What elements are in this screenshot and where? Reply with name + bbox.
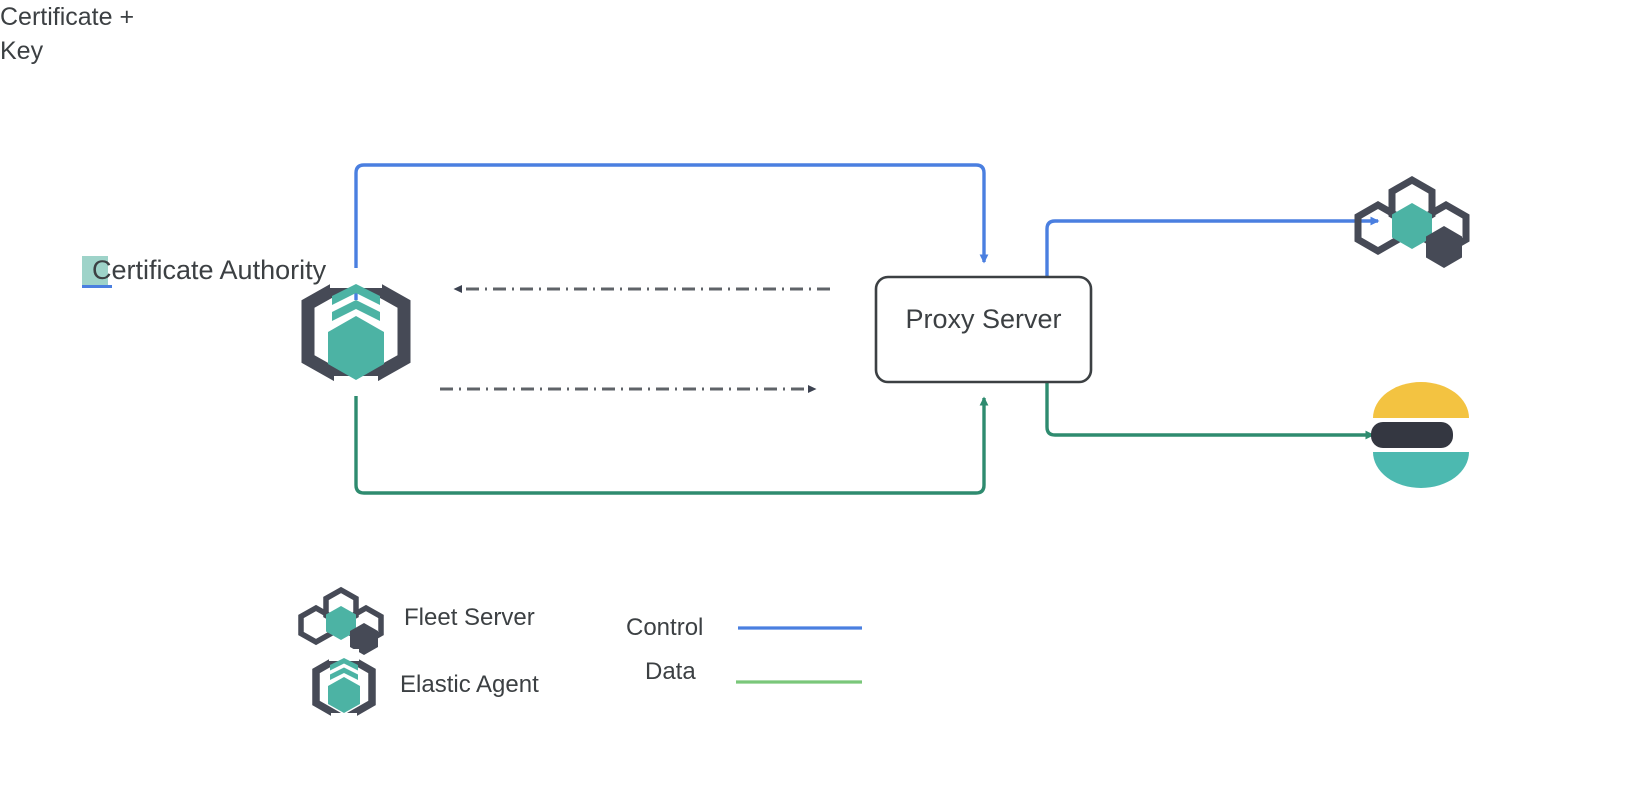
elastic-agent-icon <box>301 268 411 396</box>
legend-label-data: Data <box>645 658 696 685</box>
legend-label-elastic-agent: Elastic Agent <box>400 671 539 698</box>
edge-control-agent-to-proxy <box>354 163 989 300</box>
certificate-key-line-2: Key <box>0 37 44 65</box>
edge-data-agent-to-proxy <box>354 378 989 495</box>
certificate-authority-label: Certificate Authority <box>92 255 327 285</box>
legend-label-control: Control <box>626 614 704 641</box>
certificate-authority-highlight <box>82 256 108 286</box>
fleet-server-icon <box>1354 175 1470 268</box>
certificate-key-label: Certificate + Key <box>0 0 1632 68</box>
edge-data-proxy-to-elasticsearch <box>1045 382 1375 440</box>
legend-elastic-agent-icon <box>312 649 376 725</box>
proxy-server-box[interactable] <box>874 275 1093 384</box>
proxy-server-label: Proxy Server <box>905 304 1062 334</box>
elasticsearch-icon <box>1371 382 1469 488</box>
legend-label-fleet-server: Fleet Server <box>404 604 535 631</box>
legend-fleet-server-icon <box>298 586 384 655</box>
edge-control-proxy-to-fleet <box>1045 216 1380 277</box>
certificate-authority-underline <box>82 285 112 288</box>
certificate-key-line-1: Certificate + <box>0 3 135 31</box>
